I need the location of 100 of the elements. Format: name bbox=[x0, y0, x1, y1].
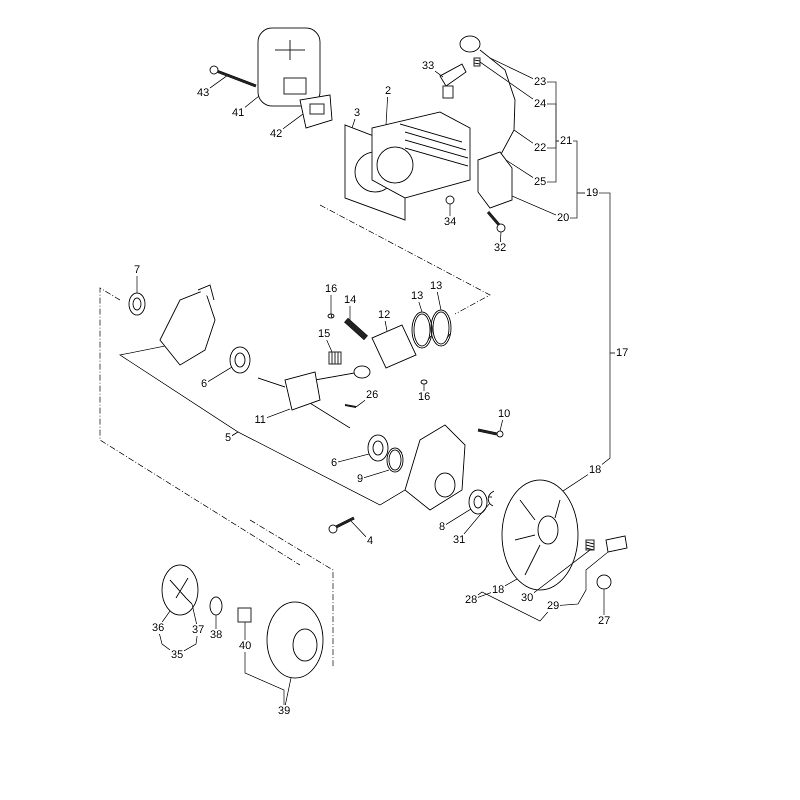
callout-number: 6 bbox=[330, 457, 338, 469]
screw-drawing bbox=[486, 211, 506, 232]
leader-line bbox=[210, 74, 228, 88]
callout-number: 10 bbox=[497, 408, 512, 420]
bolt-drawing bbox=[328, 516, 355, 534]
callout-number: 6 bbox=[200, 378, 208, 390]
leader-line bbox=[356, 400, 366, 408]
leader-line bbox=[512, 196, 556, 216]
piston-ring-drawing bbox=[412, 312, 432, 348]
leader-line bbox=[480, 62, 534, 100]
callout-number: 16 bbox=[324, 283, 338, 295]
leader-line bbox=[232, 432, 406, 506]
callout-number: 20 bbox=[556, 212, 570, 224]
callout-number: 21 bbox=[559, 135, 574, 147]
callout-number: 31 bbox=[452, 534, 466, 546]
spring-drawing bbox=[586, 540, 594, 550]
leader-line bbox=[514, 130, 534, 144]
callout-number: 24 bbox=[533, 98, 548, 110]
circlip-drawing bbox=[488, 490, 494, 506]
callout-number: 11 bbox=[254, 414, 267, 426]
leader-line bbox=[478, 592, 492, 598]
callout-number: 42 bbox=[269, 128, 284, 140]
leader-line bbox=[602, 352, 616, 465]
leader-line bbox=[330, 294, 332, 314]
leader-line bbox=[244, 96, 260, 108]
callout-number: 5 bbox=[224, 432, 232, 444]
callout-number: 8 bbox=[438, 521, 446, 533]
callout-number: 12 bbox=[377, 309, 392, 321]
leader-line bbox=[436, 292, 442, 310]
callout-number: 27 bbox=[597, 615, 612, 627]
bearing-drawing bbox=[230, 346, 250, 374]
leader-line bbox=[326, 340, 332, 352]
leader-line bbox=[192, 604, 197, 624]
callout-number: 16 bbox=[417, 391, 432, 403]
callout-number: 13 bbox=[410, 290, 424, 302]
nut-drawing bbox=[596, 574, 612, 590]
cylinder-drawing bbox=[372, 111, 470, 199]
piston-ring-drawing bbox=[430, 310, 452, 346]
callout-number: 25 bbox=[533, 176, 548, 188]
spark-plug-drawing bbox=[439, 63, 467, 98]
leader-line bbox=[418, 302, 422, 312]
callout-number: 7 bbox=[133, 264, 142, 276]
bolt-drawing bbox=[210, 66, 257, 88]
piston-pin-drawing bbox=[344, 318, 368, 340]
callout-number: 35 bbox=[170, 649, 184, 661]
callout-number: 34 bbox=[443, 216, 458, 228]
callout-number: 14 bbox=[343, 294, 358, 306]
callout-number: 43 bbox=[196, 87, 210, 99]
callout-number: 26 bbox=[365, 389, 380, 401]
leader-line bbox=[352, 118, 356, 128]
callout-number: 9 bbox=[356, 473, 364, 485]
callout-number: 30 bbox=[520, 592, 534, 604]
callout-number: 18 bbox=[491, 584, 506, 596]
callout-number: 41 bbox=[231, 107, 246, 119]
leader-line bbox=[546, 104, 560, 142]
crankcase-drawing bbox=[159, 284, 216, 366]
callout-number: 33 bbox=[421, 60, 436, 72]
callout-number: 38 bbox=[209, 629, 224, 641]
crankcase-drawing bbox=[404, 424, 466, 511]
leader-line bbox=[546, 140, 560, 182]
leader-line bbox=[244, 652, 284, 706]
leader-line bbox=[464, 502, 490, 534]
callout-number: 19 bbox=[585, 187, 600, 199]
leader-line bbox=[490, 58, 534, 79]
bearing-drawing bbox=[368, 434, 388, 462]
bearing-drawing bbox=[128, 292, 146, 316]
leader-line bbox=[534, 550, 590, 594]
leader-line bbox=[478, 592, 548, 622]
pawl-drawing bbox=[605, 535, 628, 553]
circlip-drawing bbox=[386, 448, 404, 472]
leader-line bbox=[136, 276, 138, 294]
leader-line bbox=[162, 610, 170, 622]
needle-bearing-drawing bbox=[328, 352, 342, 364]
leader-line bbox=[266, 408, 290, 418]
leader-line bbox=[562, 474, 588, 492]
needle-bearing-drawing bbox=[238, 608, 252, 622]
callout-number: 36 bbox=[151, 622, 166, 634]
leader-line bbox=[338, 454, 370, 462]
leader-line bbox=[506, 160, 534, 178]
callout-number: 3 bbox=[353, 107, 362, 119]
callout-number: 32 bbox=[493, 242, 508, 254]
callout-number: 13 bbox=[429, 280, 444, 292]
leader-line bbox=[350, 520, 366, 538]
piston-drawing bbox=[371, 324, 417, 369]
bearing-drawing bbox=[468, 490, 488, 514]
leader-line bbox=[500, 420, 503, 432]
callout-number: 17 bbox=[615, 347, 630, 359]
ignition-coil-drawing bbox=[478, 151, 512, 209]
muffler-drawing bbox=[258, 28, 320, 106]
callout-number: 23 bbox=[533, 76, 548, 88]
leader-line bbox=[184, 636, 198, 652]
washer-drawing bbox=[210, 596, 222, 616]
leader-line bbox=[386, 96, 388, 126]
leader-line bbox=[284, 678, 292, 706]
leader-line bbox=[434, 70, 444, 78]
circlip-drawing bbox=[328, 314, 334, 318]
leader-line bbox=[364, 470, 390, 478]
callout-number: 22 bbox=[533, 142, 548, 154]
callout-number: 29 bbox=[546, 600, 560, 612]
clutch-shoe-drawing bbox=[162, 564, 198, 616]
